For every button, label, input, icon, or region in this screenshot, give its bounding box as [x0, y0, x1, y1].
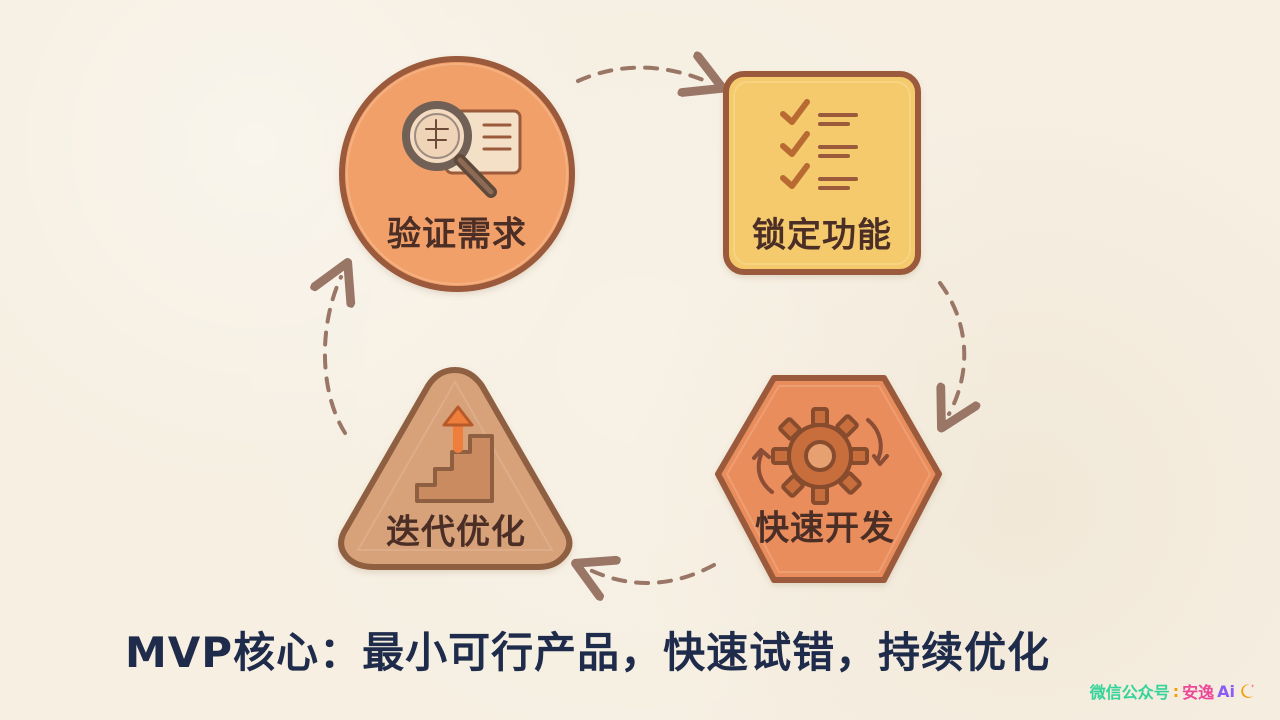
node-label: 快速开发 — [755, 509, 895, 549]
node-iterative-optimization: 迭代优化 — [338, 367, 573, 570]
node-lock-features: 锁定功能 — [723, 71, 921, 275]
node-rapid-development: 快速开发 — [715, 375, 942, 583]
wechat-watermark: 微信公众号 : 安逸 Ai — [1036, 678, 1256, 704]
node-validate-demand: 验证需求 — [339, 56, 575, 292]
checklist-icon — [780, 99, 810, 189]
flow-arrows — [325, 68, 964, 583]
watermark-separator: : — [1172, 681, 1180, 701]
watermark-prefix: 微信公众号 — [1089, 683, 1170, 702]
arrow-bottom — [590, 565, 716, 583]
magnifier-document-icon — [402, 101, 522, 198]
arrow-top — [576, 68, 708, 82]
diagram-caption: MVP核心：最小可行产品，快速试错，持续优化 — [125, 628, 1051, 677]
stairs-up-arrow-icon — [415, 405, 494, 503]
arrow-left — [325, 277, 345, 435]
node-label: 迭代优化 — [386, 513, 526, 553]
checklist-lines — [818, 113, 858, 190]
node-label: 验证需求 — [387, 215, 527, 255]
node-label: 锁定功能 — [752, 216, 892, 256]
arrow-right — [940, 281, 964, 414]
gear-icon — [752, 407, 889, 505]
watermark-ai: Ai — [1217, 681, 1235, 701]
moon-sparkle-icon — [1241, 684, 1255, 698]
watermark-name: 安逸 — [1182, 683, 1215, 702]
